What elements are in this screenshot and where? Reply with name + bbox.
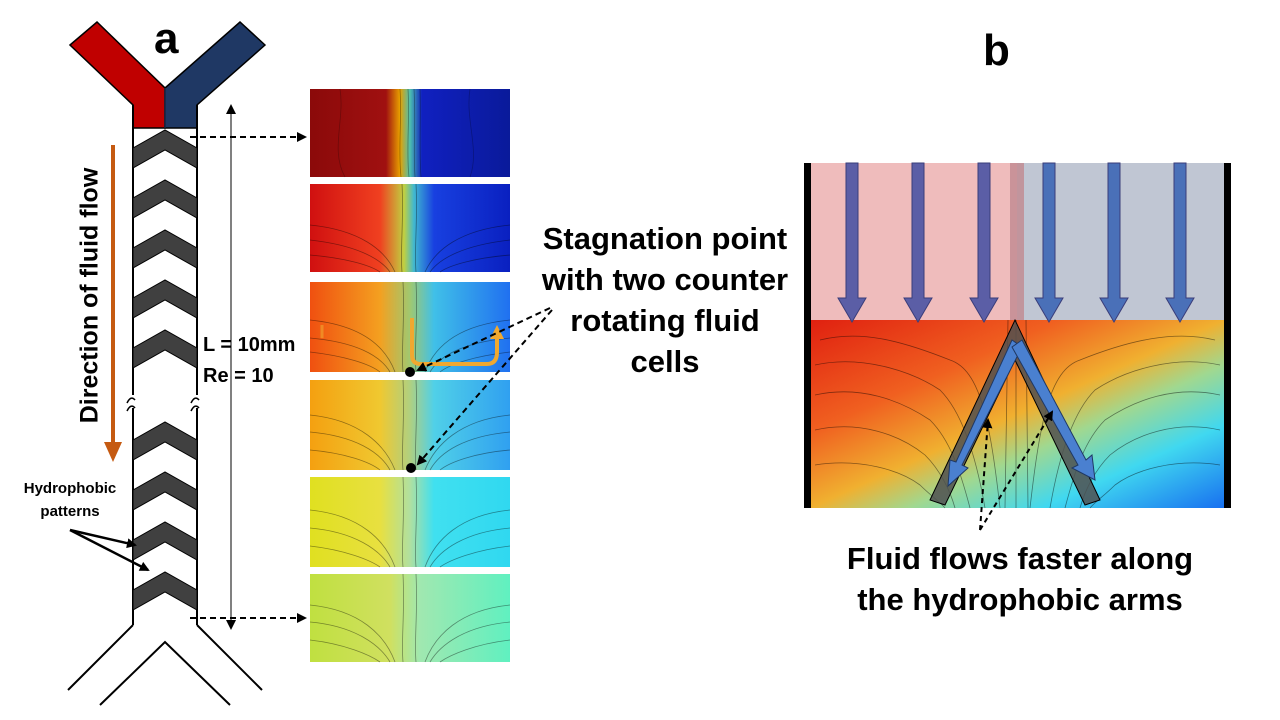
pattern-pointer-2 (69, 528, 150, 572)
arm-flow-arrow-right (1011, 339, 1096, 481)
pattern-pointer-1 (69, 528, 137, 549)
inlet-blue-arm (164, 20, 267, 129)
length-label: L = 10mm (203, 334, 296, 356)
stagnation-point-1 (405, 367, 415, 377)
stagnation-point-2 (406, 463, 416, 473)
panel-b-caption: Fluid flows faster along the hydrophobic… (830, 538, 1210, 620)
stagnation-pointer-1 (416, 307, 551, 372)
contour-plot-1 (310, 88, 510, 178)
stagnation-label-line2: with two counter (541, 262, 789, 297)
stagnation-point-label: Stagnation point with two counter rotati… (520, 218, 810, 382)
panel-a-letter: a (154, 14, 179, 63)
inflow-arrows (837, 162, 1195, 323)
panel-b-left-wall (804, 163, 811, 508)
hydrophobic-patterns-label: Hydrophobic patterns (4, 477, 136, 523)
break-mark-left (126, 397, 136, 412)
stagnation-pointer-2 (416, 309, 553, 466)
channel-diagram (67, 20, 307, 706)
hydrophobic-label-line2: patterns (40, 503, 100, 520)
stagnation-label-line3: rotating fluid (570, 303, 760, 338)
arm-flow-arrow-left (947, 339, 1023, 488)
flow-arrow-head (104, 442, 122, 462)
panel-b-right-wall (1224, 163, 1231, 508)
vortex-arrow-right (410, 318, 504, 366)
stagnation-label-line4: cells (630, 344, 700, 379)
contour-plot-2 (309, 183, 511, 273)
stagnation-label-line1: Stagnation point (542, 221, 788, 256)
panel-b-letter: b (983, 26, 1010, 75)
reynolds-label: Re = 10 (203, 365, 274, 387)
panel-b-diagram (804, 162, 1231, 531)
chevron-patterns-upper (132, 129, 198, 369)
contour-plot-stack (309, 88, 553, 663)
hydrophobic-label-line1: Hydrophobic (23, 480, 117, 497)
break-mark-right (190, 397, 200, 412)
contour-plot-4 (309, 379, 511, 473)
channel-outlet (67, 624, 263, 706)
chevron-patterns-lower (132, 421, 198, 611)
panel-b-caption-line1: Fluid flows faster along (846, 541, 1194, 576)
inlet-red-arm (68, 20, 166, 129)
panel-b-caption-line2: the hydrophobic arms (857, 582, 1183, 617)
contour-plot-6 (309, 573, 511, 663)
caption-pointer-left (979, 418, 993, 531)
contour-plot-5 (309, 476, 511, 568)
flow-direction-label: Direction of fluid flow (75, 167, 104, 424)
contour-plot-3 (309, 281, 511, 377)
